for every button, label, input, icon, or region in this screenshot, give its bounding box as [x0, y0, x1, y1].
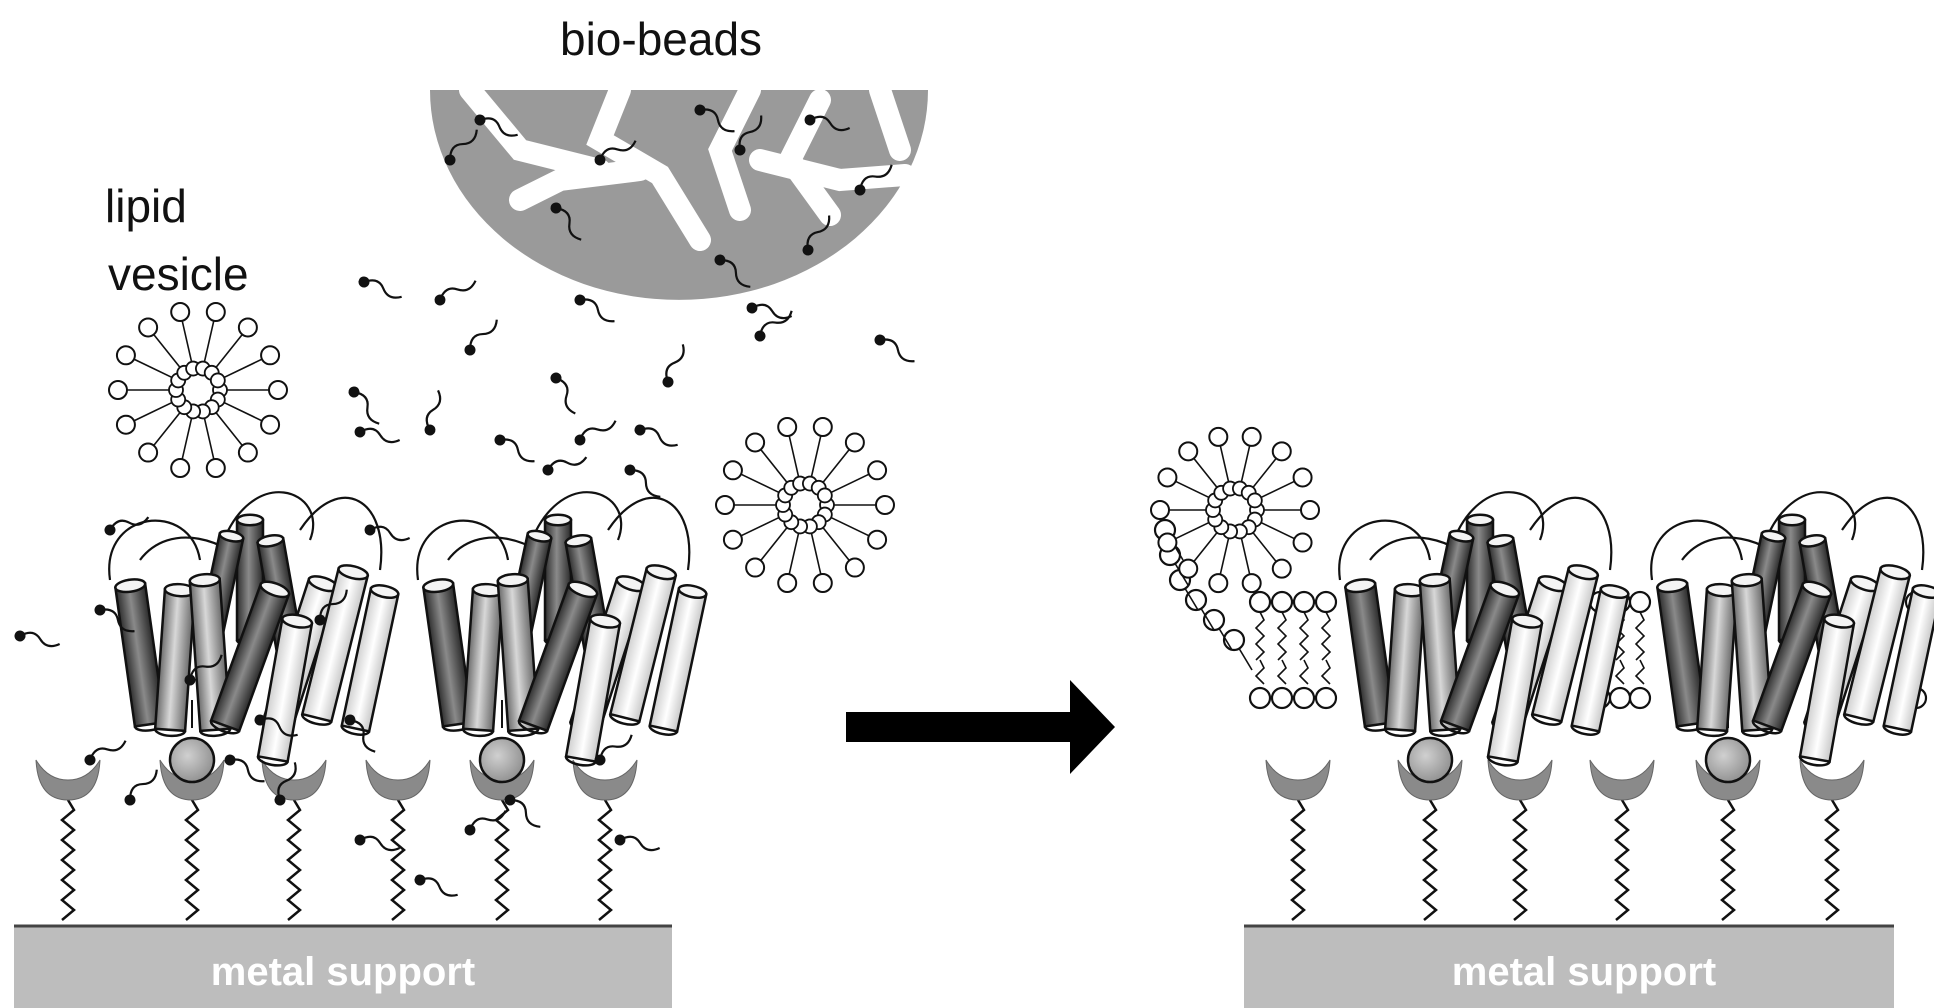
lipid-vesicle-label-line1: lipid [105, 180, 187, 232]
tether-anchor [36, 760, 100, 920]
detergent-molecule [363, 521, 410, 548]
tether-with-protein-anchor [470, 700, 534, 920]
helix-cylinder [1697, 583, 1738, 737]
detergent-molecule [353, 831, 400, 858]
detergent-molecule [346, 384, 380, 430]
lipid-vesicle [109, 303, 287, 477]
membrane-protein [1339, 492, 1629, 767]
tether-anchor [1488, 760, 1552, 920]
detergent-molecule [121, 769, 164, 808]
detergent-molecule [421, 390, 448, 437]
lipid-pair [1272, 592, 1292, 708]
tether-with-protein-anchor [1696, 700, 1760, 920]
metal-support-left: metal support [14, 926, 672, 1008]
detergent-molecule [492, 431, 535, 470]
detergent-molecule [353, 423, 400, 450]
detergent-molecule [82, 740, 129, 767]
lipid-vesicle [1151, 428, 1319, 592]
metal-support-left-label: metal support [211, 950, 475, 994]
lipid-vesicles [109, 303, 1319, 592]
lipid-vesicle [716, 418, 894, 592]
detergent-molecule [549, 370, 576, 417]
tether-anchor [1266, 760, 1330, 920]
lipid-pair [1294, 592, 1314, 708]
tether-anchor [262, 760, 326, 920]
detergent-molecule [632, 421, 678, 455]
lipid-pair [1316, 592, 1336, 708]
metal-support-right-label: metal support [1452, 950, 1716, 994]
detergent-molecule [572, 420, 619, 447]
detergent-molecule [461, 319, 504, 358]
detergent-molecule [541, 456, 588, 476]
lipid-vesicle-label-line2: vesicle [108, 248, 249, 300]
membrane-protein [1651, 492, 1934, 767]
membrane-protein [109, 492, 399, 767]
lipid-pair [1630, 592, 1650, 708]
detergent-molecule [572, 291, 615, 330]
detergent-molecule [103, 516, 150, 536]
tether-anchor [573, 760, 637, 920]
detergent-molecule [659, 344, 693, 390]
bio-beads-label: bio-beads [560, 13, 762, 65]
tether-with-protein-anchor [160, 700, 224, 920]
lipid-pair [1250, 592, 1270, 708]
metal-support-right: metal support [1244, 926, 1894, 1008]
bio-bead [430, 90, 928, 300]
tether-anchor [366, 760, 430, 920]
detergent-molecule [502, 791, 541, 834]
helix-cylinder [155, 583, 196, 737]
detergent-molecule [13, 627, 60, 654]
detergent-molecule [432, 280, 479, 307]
helix-cylinder [463, 583, 504, 737]
helix-cylinder [1385, 583, 1426, 737]
tether-anchor [1590, 760, 1654, 920]
detergent-molecule [356, 273, 402, 307]
detergent-molecule [872, 331, 915, 370]
membrane-protein [417, 492, 707, 767]
detergent-molecule [412, 871, 458, 905]
tether-anchor [1800, 760, 1864, 920]
process-arrow [846, 680, 1115, 774]
detergent-molecule [613, 831, 660, 858]
